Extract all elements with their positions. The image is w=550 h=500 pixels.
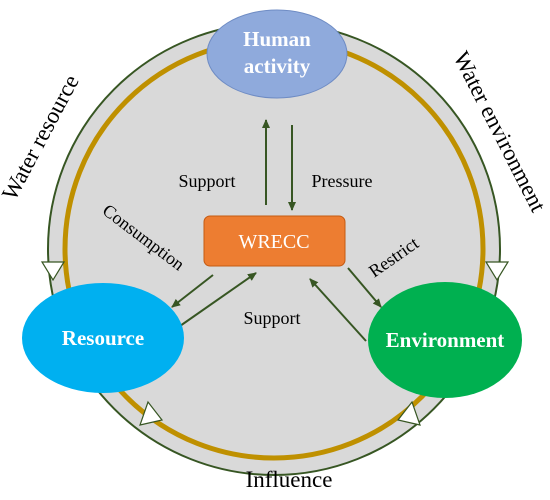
arrow-environment-to-wrecc: [309, 278, 367, 342]
arrow-wrecc-to-resource: [171, 274, 214, 308]
wrecc-label: WRECC: [238, 231, 309, 253]
environment-ellipse: [368, 282, 522, 398]
node-resource: Resource: [22, 283, 184, 393]
edge-label-support-bottom: Support: [243, 308, 300, 328]
outer-ring-arrowhead-bottom-right: [396, 400, 421, 426]
resource-label: Resource: [62, 326, 144, 350]
resource-ellipse: [22, 283, 184, 393]
outer-label-influence: Influence: [246, 467, 333, 492]
outer-ring-arrowhead-bottom-left: [139, 400, 164, 426]
human-activity-ellipse: [206, 9, 348, 99]
wrecc-box: [203, 215, 346, 267]
arrow-resource-to-wrecc: [179, 272, 257, 327]
edge-label-pressure: Pressure: [312, 171, 373, 191]
node-human-activity: Human activity: [206, 9, 348, 99]
human-activity-label-line1: Human: [243, 27, 311, 51]
outer-ring-arrowhead-left: [40, 261, 66, 282]
node-environment: Environment: [368, 282, 522, 398]
human-activity-label-line2: activity: [244, 54, 311, 78]
outer-ring-arrowhead-right: [484, 261, 510, 282]
node-wrecc: WRECC: [203, 215, 346, 267]
arrow-wrecc-to-environment: [347, 267, 382, 308]
environment-label: Environment: [386, 328, 505, 352]
edge-label-support-top: Support: [178, 171, 235, 191]
